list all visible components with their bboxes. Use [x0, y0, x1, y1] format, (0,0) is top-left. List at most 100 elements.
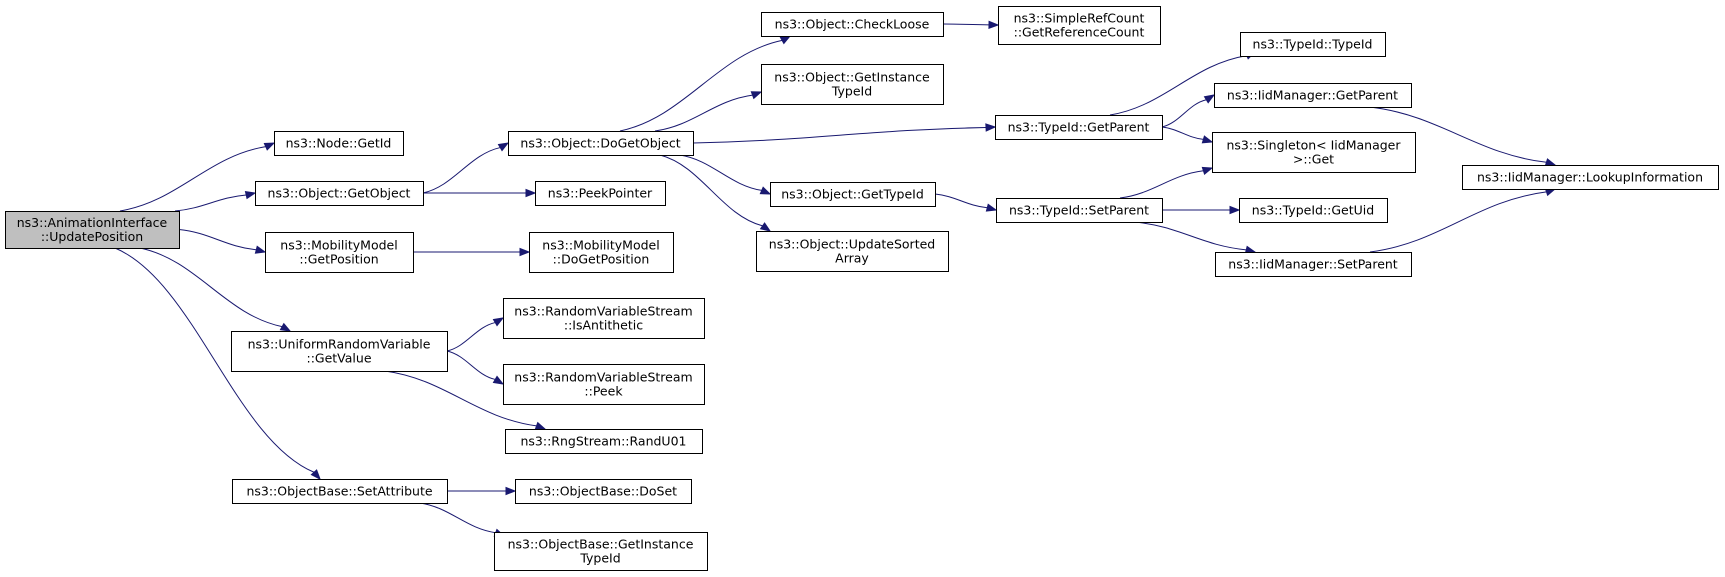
node-box [529, 232, 674, 273]
edge-typeid_setparent-to-typeid_getuid [1161, 205, 1241, 215]
node-singleton-get[interactable]: ns3::Singleton< IidManager>::Get [1212, 132, 1416, 173]
edge-arrowhead [1544, 158, 1557, 167]
node-object-checkloose[interactable]: ns3::Object::CheckLoose [761, 12, 944, 37]
node-label: ns3::IidManager::SetParent [1228, 257, 1398, 272]
node-label: ns3::RandomVariableStream [514, 370, 692, 385]
node-label: ::GetPosition [299, 252, 378, 267]
node-mobility-getposition[interactable]: ns3::MobilityModel::GetPosition [265, 232, 414, 273]
node-label: ns3::ObjectBase::DoSet [529, 484, 677, 499]
node-box [995, 115, 1163, 140]
node-iidmanager-getparent[interactable]: ns3::IidManager::GetParent [1214, 83, 1412, 108]
edge-line [942, 23, 990, 26]
node-label: ns3::IidManager::LookupInformation [1477, 170, 1703, 185]
node-label: ns3::Object::UpdateSorted [769, 237, 935, 252]
node-iidmanager-setparent[interactable]: ns3::IidManager::SetParent [1215, 252, 1412, 277]
node-rngstream-randu01[interactable]: ns3::RngStream::RandU01 [505, 429, 703, 454]
node-box [1239, 198, 1388, 223]
node-label: ns3::MobilityModel [542, 238, 659, 253]
edge-line [119, 146, 266, 212]
edge-arrowhead [985, 203, 998, 212]
edge-root-to-node_getid [119, 142, 276, 212]
node-label: ns3::Object::DoGetObject [520, 136, 680, 151]
node-box [996, 198, 1163, 223]
node-label: TypeId [831, 84, 872, 99]
node-label: ns3::PeekPointer [548, 186, 653, 201]
edge-line [679, 154, 762, 191]
node-label: ns3::Object::GetInstance [774, 70, 930, 85]
edge-line [446, 322, 496, 352]
edge-line [1119, 170, 1204, 199]
node-uniform-getvalue[interactable]: ns3::UniformRandomVariable::GetValue [231, 331, 448, 372]
node-object-dogetobject[interactable]: ns3::Object::DoGetObject [508, 131, 694, 156]
node-label: ns3::Object::GetObject [268, 186, 411, 201]
node-label: ns3::ObjectBase::GetInstance [508, 537, 694, 552]
node-object-getobject[interactable]: ns3::Object::GetObject [255, 181, 424, 206]
node-root[interactable]: ns3::AnimationInterface::UpdatePosition [5, 211, 180, 249]
node-rvs-isantithetic[interactable]: ns3::RandomVariableStream::IsAntithetic [503, 298, 705, 339]
edge-root-to-object_getobject [174, 190, 257, 212]
edge-arrowhead [263, 142, 276, 151]
node-label: ns3::TypeId::GetParent [1008, 120, 1150, 135]
node-typeid-typeid[interactable]: ns3::TypeId::TypeId [1240, 32, 1386, 57]
edge-arrowhead [1203, 94, 1216, 104]
edge-arrowhead [779, 35, 792, 45]
edge-object_dogetobject-to-object_updatesortedarray [659, 154, 772, 232]
node-box [1214, 83, 1412, 108]
node-label: >::Get [1293, 152, 1334, 167]
node-box [1215, 252, 1412, 277]
edge-arrowhead [750, 91, 763, 100]
node-box [274, 131, 404, 156]
edge-object_gettypeid-to-typeid_setparent [934, 193, 998, 212]
node-mobility-dogetposition[interactable]: ns3::MobilityModel::DoGetPosition [529, 232, 674, 273]
nodes: ns3::AnimationInterface::UpdatePositionn… [5, 6, 1719, 571]
node-label: ns3::Node::GetId [286, 136, 392, 151]
node-iidmanager-lookupinformation[interactable]: ns3::IidManager::LookupInformation [1462, 165, 1719, 190]
edge-line [1161, 99, 1207, 128]
edge-arrowhead [244, 190, 257, 200]
edge-mobility_getposition-to-mobility_dogetposition [413, 247, 531, 257]
edge-arrowhead [505, 486, 517, 496]
node-rvs-peek[interactable]: ns3::RandomVariableStream::Peek [503, 364, 705, 405]
edge-object_dogetobject-to-object_gettypeid [679, 154, 772, 195]
edge-line [1369, 191, 1547, 253]
node-typeid-getparent[interactable]: ns3::TypeId::GetParent [995, 115, 1163, 140]
node-objectbase-setattribute[interactable]: ns3::ObjectBase::SetAttribute [232, 479, 448, 504]
node-box [761, 64, 944, 105]
edge-arrowhead [492, 317, 505, 327]
edge-line [384, 370, 537, 427]
node-typeid-setparent[interactable]: ns3::TypeId::SetParent [996, 198, 1163, 223]
node-object-gettypeid[interactable]: ns3::Object::GetTypeId [770, 182, 936, 207]
node-box [494, 532, 708, 571]
edge-line [659, 154, 763, 227]
node-label: ns3::SimpleRefCount [1014, 11, 1145, 26]
node-box [1240, 32, 1386, 57]
node-label: ns3::TypeId::SetParent [1009, 203, 1149, 218]
node-peekpointer[interactable]: ns3::PeekPointer [535, 181, 666, 206]
edge-object_getobject-to-peekpointer [423, 188, 537, 198]
node-simplerefcount-getreferencecount[interactable]: ns3::SimpleRefCount::GetReferenceCount [998, 6, 1161, 45]
edge-typeid_getparent-to-singleton_get [1161, 126, 1214, 144]
edge-object_checkloose-to-simplerefcount_getreferencecount [942, 20, 1000, 30]
node-box [756, 231, 949, 272]
edge-uniform_getvalue-to-rvs_peek [446, 350, 505, 385]
edge-arrowhead [534, 421, 547, 430]
node-node-getid[interactable]: ns3::Node::GetId [274, 131, 404, 156]
node-label: ns3::TypeId::TypeId [1253, 37, 1373, 52]
node-typeid-getuid[interactable]: ns3::TypeId::GetUid [1239, 198, 1388, 223]
edge-line [139, 247, 283, 328]
edge-typeid_getparent-to-iidmanager_getparent [1161, 94, 1216, 128]
node-box [265, 232, 414, 273]
edge-root-to-uniform_getvalue [139, 247, 292, 332]
node-objectbase-doset[interactable]: ns3::ObjectBase::DoSet [515, 479, 692, 504]
node-label: ns3::Object::CheckLoose [775, 17, 930, 32]
edge-line [174, 194, 247, 212]
edge-arrowhead [1229, 205, 1241, 215]
node-box [761, 12, 944, 37]
edge-arrowhead [985, 123, 997, 132]
edge-arrowhead [254, 245, 267, 254]
edge-arrowhead [759, 222, 772, 232]
